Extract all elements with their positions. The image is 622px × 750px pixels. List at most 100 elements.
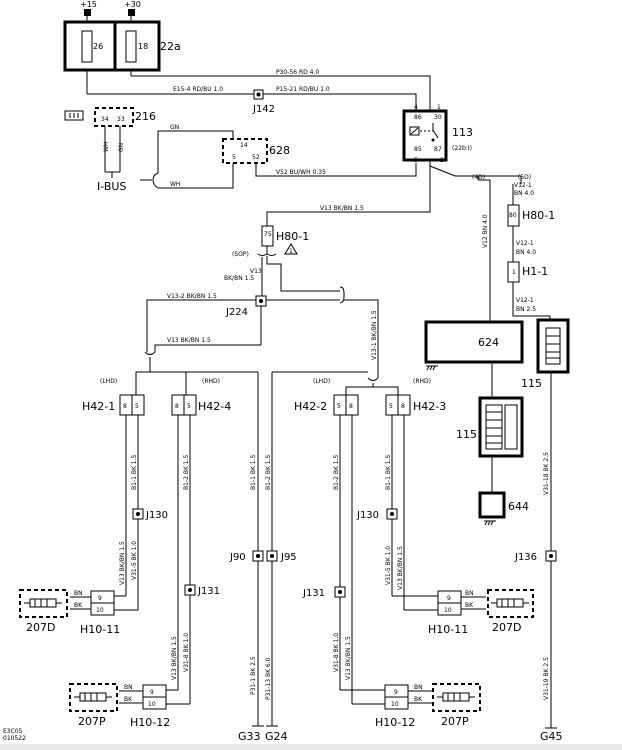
label-b1-2-l: B1-2 BK 1.5 [183, 454, 190, 490]
h10-12-l-bk: BK [124, 696, 133, 703]
g45-label: G45 [540, 730, 563, 743]
terminal-plus30 [128, 9, 135, 16]
j142-label: J142 [252, 104, 275, 115]
connector-216: 34 33 216 WH GN I-BUS [64, 107, 156, 193]
label-v31-5-l: V31-5 BK 1.0 [131, 541, 138, 580]
j90-label: J90 [229, 552, 246, 563]
label-v31-19: V31-19 BK 2.5 [543, 657, 550, 700]
h10-11-r-bk: BK [465, 602, 474, 609]
c207p-left-label: 207P [78, 715, 106, 728]
label-gn: GN [170, 124, 179, 131]
c207d-right-label: 207D [492, 621, 521, 634]
label-v13-top: V13 BK/BN 1.5 [320, 205, 364, 212]
c628-pin14: 14 [240, 142, 248, 149]
connector-207p-right: 207P [432, 683, 481, 728]
doc-code-2: 010522 [3, 735, 26, 742]
label-v31-8-l: V31-8 BK 1.0 [183, 633, 190, 672]
h80-1-pin: 75 [264, 231, 272, 238]
label-p30-56: P30-56 RD 4.0 [276, 69, 319, 76]
h42-4-pin8: 8 [175, 403, 179, 410]
connector-207d-left: 207D [19, 589, 68, 634]
connector-207p-left: 207P [69, 683, 118, 728]
module-644-label: 644 [508, 500, 529, 513]
connector-207d-right: 207D [487, 589, 534, 634]
label-v13-bkbn-l: V13 BK/BN 1.5 [119, 541, 126, 585]
label-v13-low: V13 BK/BN 1.5 [167, 337, 211, 344]
label-v12-1-c: V12-1 [516, 297, 534, 304]
wire-v13-1 [344, 299, 379, 378]
h10-11-l-bn: BN [74, 590, 83, 597]
wire-v52 [255, 163, 417, 177]
h80-1-right-label: H80-1 [522, 209, 555, 222]
fuse-26-label: 26 [93, 42, 103, 51]
j130-left-label: J130 [145, 510, 168, 521]
relay-pin5: 5 [414, 157, 418, 164]
relay-pin4: 4 [414, 104, 418, 111]
h42-1-pin8: 8 [123, 403, 127, 410]
label-v13-bkbn-r2: V13 BK/BN 1.5 [397, 546, 404, 590]
wire-216-gn: GN [118, 143, 125, 152]
h10-11-l-pin9: 9 [98, 595, 102, 602]
h10-12-r-pin10: 10 [391, 701, 399, 708]
relay-113-sub: (22b:I) [452, 145, 472, 152]
label-v31-18: V31-18 BK 2.5 [543, 452, 550, 495]
wire-wh-628 [158, 163, 234, 189]
label-bkbn-15: BK/BN 1.5 [224, 275, 254, 282]
j224-label: J224 [225, 307, 248, 318]
h10-12-l-pin9: 9 [150, 689, 154, 696]
wire-relay-out [429, 160, 479, 180]
c207d-left-label: 207D [26, 621, 55, 634]
h10-12-r-bn: BN [414, 684, 423, 691]
rhd-left: (RHD) [202, 378, 220, 385]
label-v52: V52 BU/WH 0.35 [276, 169, 326, 176]
connector-h42-4: 8 5 H42-4 [171, 394, 231, 416]
module-624-label: 624 [478, 336, 499, 349]
c628-pin5: 5 [232, 154, 236, 161]
connector-h10-11-left: 9 10 H10-11 BN BK [70, 590, 120, 636]
h80-1-label: H80-1 [276, 230, 309, 243]
component-115-a-label: 115 [456, 428, 477, 441]
c216-pin33: 33 [117, 116, 125, 123]
j131-right-label: J131 [302, 588, 325, 599]
h42-3-pin8: 8 [401, 403, 405, 410]
h42-1-label: H42-1 [82, 400, 115, 413]
h10-12-l-pin10: 10 [148, 701, 156, 708]
h10-11-left-label: H10-11 [80, 623, 120, 636]
label-v31-5-r: V31-5 BK 1.0 [385, 546, 392, 585]
label-p31-1: P31-1 BK 2.5 [250, 656, 257, 695]
h42-1-pin5: 5 [135, 403, 139, 410]
h10-11-r-pin9: 9 [447, 595, 451, 602]
sop-label: (SOP) [232, 251, 249, 258]
c628-pin52: 52 [252, 154, 260, 161]
connector-h42-2: 5 8 H42-2 [294, 394, 359, 416]
h1-1-label: H1-1 [522, 265, 548, 278]
note-1: 1 [289, 248, 293, 255]
h10-12-r-pin9: 9 [394, 689, 398, 696]
label-bn40-b: BN 4.0 [516, 249, 536, 256]
label-v12-bn: V12 BN 4.0 [482, 214, 489, 248]
label-p31-13: P31-13 BK 6.0 [265, 657, 272, 700]
footer-bar [0, 744, 622, 750]
h42-3-label: H42-3 [413, 400, 446, 413]
label-bn40-a: BN 4.0 [514, 190, 534, 197]
relay-pin30: 30 [434, 114, 442, 121]
label-plus30: +30 [124, 0, 141, 9]
module-624 [424, 320, 524, 364]
g33-label: G33 [238, 730, 261, 743]
label-v13-2: V13-2 BK/BN 1.5 [167, 293, 217, 300]
h10-11-right-label: H10-11 [428, 623, 468, 636]
label-p15-21: P15-21 RD/BU 1.0 [276, 86, 330, 93]
j130-right-label: J130 [356, 510, 379, 521]
component-115-b: 115 [521, 318, 570, 390]
connector-h42-1: 8 5 H42-1 [82, 394, 145, 416]
h42-2-label: H42-2 [294, 400, 327, 413]
label-v12-1-a: V12-1 [514, 182, 532, 189]
label-v13-1: V13-1 BK/BN 1.5 [371, 310, 378, 360]
label-b1-2-r: B1-2 BK 1.5 [333, 454, 340, 490]
fuse-18-label: 18 [138, 42, 148, 51]
connector-h10-11-right: 9 10 H10-11 BN BK [428, 590, 486, 636]
h10-11-r-bn: BN [465, 590, 474, 597]
c207p-right-label: 207P [441, 715, 469, 728]
component-115-b-label: 115 [521, 377, 542, 390]
